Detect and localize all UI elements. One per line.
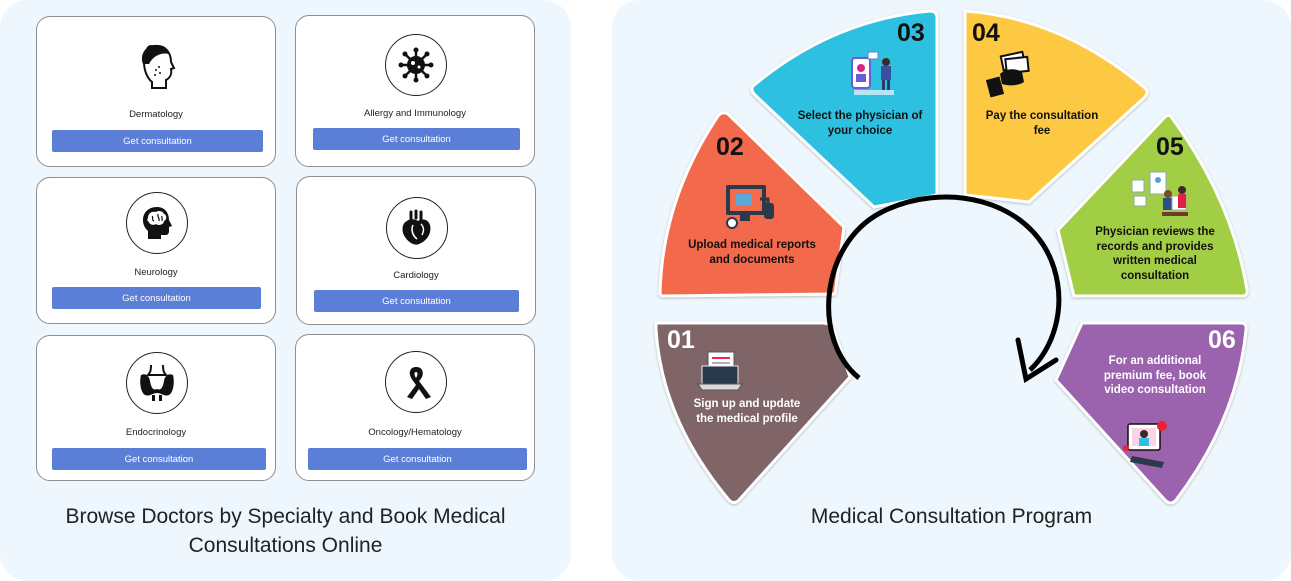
step-06-segment [1054,321,1248,505]
specialty-label: Neurology [134,267,178,278]
step-03-text: Select the physician of your choice [782,109,938,138]
left-caption: Browse Doctors by Specialty and Book Med… [0,502,571,560]
specialty-label: Oncology/Hematology [368,427,462,438]
dermatology-face-icon [132,41,182,91]
get-consultation-button-neurology[interactable]: Get consultation [52,287,261,309]
step-03-line-2: your choice [827,124,893,137]
heart-icon [386,197,448,259]
consultation-steps-wheel [654,9,1249,505]
brain-head-icon [126,192,188,254]
specialty-card-oncology: Oncology/Hematology Get consultation [295,334,535,481]
left-caption-line-1: Browse Doctors by Specialty and Book Med… [65,505,506,528]
step-05-line-4: consultation [1120,269,1190,282]
step-05-segment [1056,113,1249,298]
specialty-label: Endocrinology [125,427,187,438]
step-06-text: For an additional premium fee, book vide… [1080,354,1230,398]
physician-review-icon [1131,171,1188,216]
circular-flow-arrow [826,194,1062,380]
specialty-label: Dermatology [129,109,183,120]
step-01-number: 01 [667,326,695,354]
step-05-line-1: Physician reviews the [1095,226,1215,238]
step-02-line-1: Upload medical reports [688,239,816,251]
virus-icon [385,34,447,96]
specialty-card-neurology: Neurology Get consultation [36,177,276,324]
step-03-number: 03 [897,19,925,47]
get-consultation-button-allergy[interactable]: Get consultation [313,128,520,150]
step-01-line-2: the medical profile [696,412,798,425]
video-call-icon [1123,421,1167,468]
step-06-line-3: video consultation [1104,384,1206,396]
step-03-segment [750,9,939,209]
step-04-line-1: Pay the consultation [985,110,1099,122]
awareness-ribbon-icon [385,351,447,413]
get-consultation-button-cardiology[interactable]: Get consultation [314,290,519,312]
monitor-upload-icon [726,185,774,229]
step-04-line-2: fee [1033,124,1051,137]
specialty-label: Cardiology [393,270,439,281]
step-06-line-1: For an additional [1108,355,1202,367]
step-04-number: 04 [972,19,1000,47]
step-02-text: Upload medical reports and documents [672,238,832,267]
step-01-line-1: Sign up and update [693,398,801,410]
arrowhead-icon [1015,337,1059,384]
thyroid-icon [126,352,188,414]
get-consultation-button-endocrinology[interactable]: Get consultation [52,448,266,470]
left-caption-line-2: Consultations Online [188,534,383,557]
get-consultation-button-oncology[interactable]: Get consultation [308,448,527,470]
right-caption: Medical Consultation Program [810,505,1093,528]
step-03-line-1: Select the physician of [797,110,923,122]
step-02-line-2: and documents [709,253,795,266]
specialty-card-dermatology: Dermatology Get consultation [36,16,276,167]
step-05-line-3: written medical [1113,255,1197,267]
cash-hand-icon [985,50,1030,98]
step-06-number: 06 [1208,326,1236,354]
specialty-card-endocrinology: Endocrinology Get consultation [36,335,276,481]
step-01-text: Sign up and update the medical profile [672,397,822,426]
step-05-number: 05 [1156,133,1184,161]
get-consultation-button-dermatology[interactable]: Get consultation [52,130,263,152]
step-02-number: 02 [716,133,744,161]
physician-select-icon [851,51,894,95]
specialty-card-allergy-immunology: Allergy and Immunology Get consultation [295,15,535,167]
step-05-line-2: records and provides [1096,240,1214,253]
step-05-text: Physician reviews the records and provid… [1080,225,1230,283]
step-04-text: Pay the consultation fee [966,109,1118,138]
laptop-form-icon [697,351,743,391]
specialty-label: Allergy and Immunology [364,108,466,119]
step-06-line-2: premium fee, book [1103,369,1207,382]
specialty-card-cardiology: Cardiology Get consultation [296,176,536,325]
